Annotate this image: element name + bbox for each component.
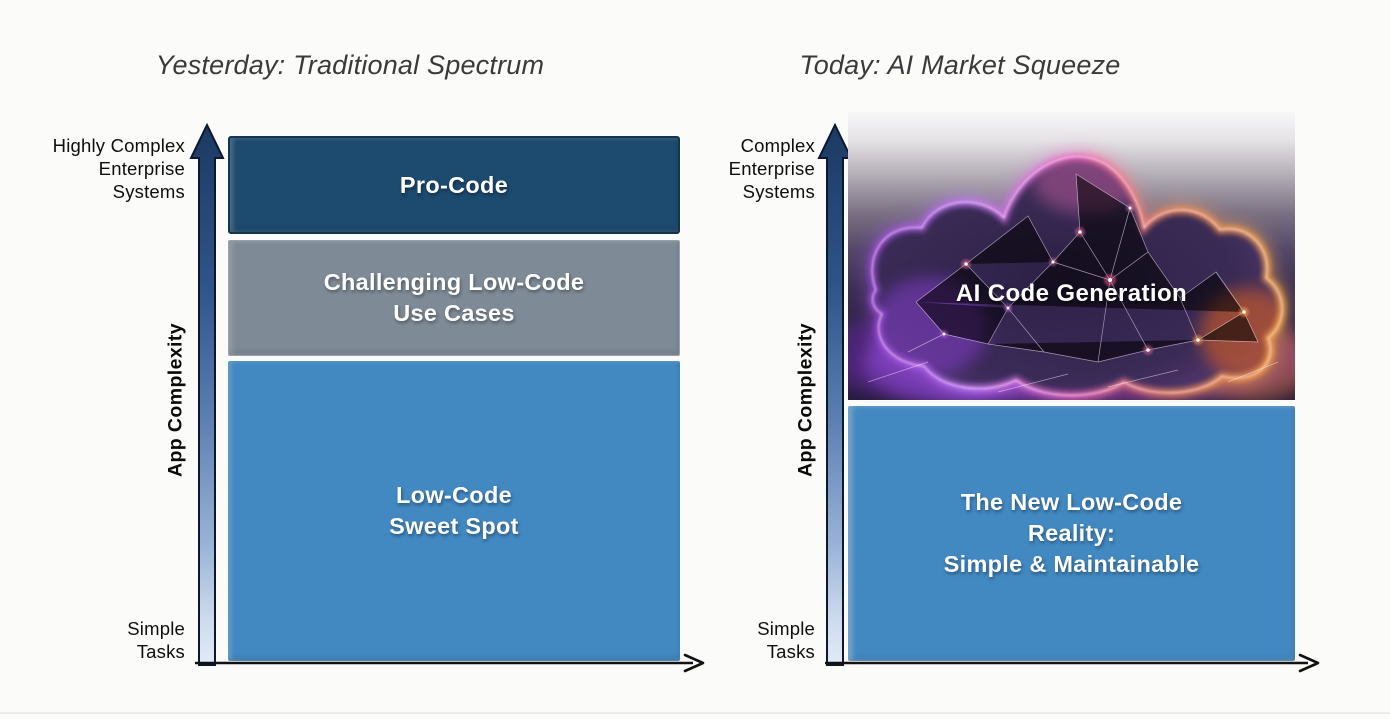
right-x-axis-arrow-icon bbox=[825, 653, 1320, 673]
left-y-axis-top-line2: Enterprise bbox=[98, 158, 185, 179]
ai-code-generation-image: AI Code Generation bbox=[848, 112, 1295, 400]
right-y-axis-bottom-line1: Simple bbox=[757, 618, 815, 639]
right-y-axis-top-line1: Complex bbox=[740, 135, 815, 156]
ai-code-generation-label: AI Code Generation bbox=[955, 280, 1188, 307]
right-y-axis-top-line2: Enterprise bbox=[728, 158, 815, 179]
segment-sweet-line2: Sweet Spot bbox=[389, 513, 519, 539]
segment-reality-line3: Simple & Maintainable bbox=[943, 551, 1200, 577]
segment-challenging-line2: Use Cases bbox=[393, 300, 515, 326]
right-y-axis-bottom-label: Simple Tasks bbox=[690, 617, 815, 663]
segment-low-code-sweet-spot: Low-Code Sweet Spot bbox=[228, 361, 680, 661]
left-y-axis-bottom-line2: Tasks bbox=[136, 641, 185, 662]
network-lines bbox=[867, 173, 1279, 393]
left-y-axis-bottom-line1: Simple bbox=[127, 618, 185, 639]
left-y-axis-arrow-icon bbox=[189, 122, 225, 666]
segment-new-low-code-reality: The New Low-Code Reality: Simple & Maint… bbox=[848, 406, 1295, 661]
network-nodes bbox=[940, 204, 1249, 355]
left-x-axis-arrow-icon bbox=[195, 653, 705, 673]
right-y-axis-top-line3: Systems bbox=[742, 181, 815, 202]
right-panel-title: Today: AI Market Squeeze bbox=[799, 50, 1121, 80]
segment-pro-code-label: Pro-Code bbox=[399, 171, 509, 198]
right-y-axis-bottom-line2: Tasks bbox=[766, 641, 815, 662]
segment-challenging-line1: Challenging Low-Code bbox=[323, 269, 585, 295]
segment-sweet-line1: Low-Code bbox=[396, 482, 512, 508]
left-y-axis-top-label: Highly Complex Enterprise Systems bbox=[20, 134, 185, 203]
left-panel-title: Yesterday: Traditional Spectrum bbox=[155, 50, 545, 80]
segment-challenging-low-code: Challenging Low-Code Use Cases bbox=[228, 240, 680, 356]
ai-cloud-illustration bbox=[848, 112, 1295, 400]
left-y-axis-bottom-label: Simple Tasks bbox=[60, 617, 185, 663]
left-y-axis-top-line3: Systems bbox=[112, 181, 185, 202]
bottom-rule-divider bbox=[0, 712, 1390, 714]
right-y-axis-title: App Complexity bbox=[794, 322, 817, 478]
segment-reality-line2: Reality: bbox=[1027, 520, 1116, 546]
left-y-axis-title: App Complexity bbox=[164, 322, 187, 478]
segment-pro-code: Pro-Code bbox=[228, 136, 680, 234]
right-y-axis-top-label: Complex Enterprise Systems bbox=[650, 134, 815, 203]
segment-reality-line1: The New Low-Code bbox=[960, 489, 1183, 515]
left-y-axis-top-line1: Highly Complex bbox=[52, 135, 185, 156]
